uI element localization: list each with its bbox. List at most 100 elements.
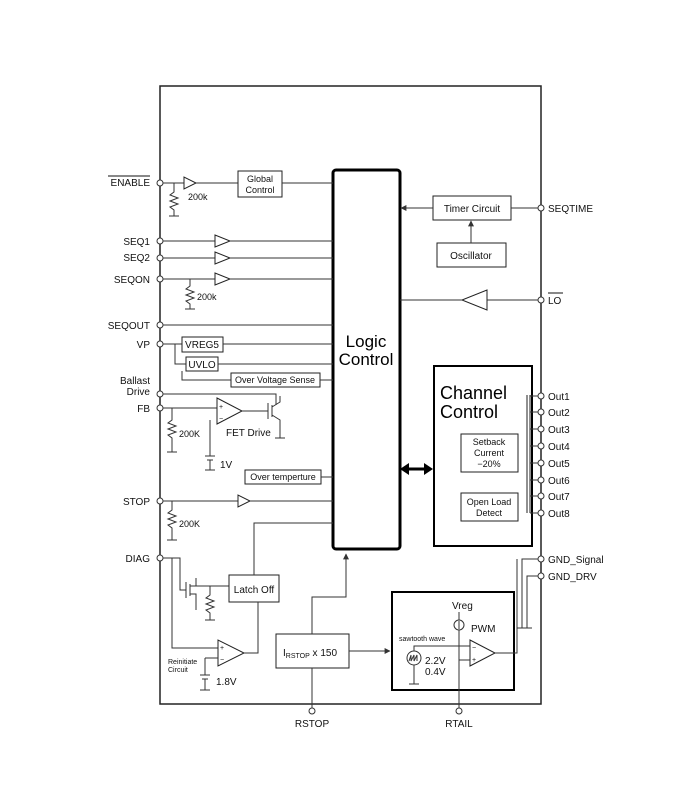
gnd-signal-pin bbox=[537, 555, 545, 563]
diag-pin bbox=[156, 554, 164, 562]
enable-label: ENABLE bbox=[111, 178, 151, 189]
latch-off-label: Latch Off bbox=[234, 585, 275, 596]
enable-pin bbox=[156, 179, 164, 187]
out6-label: Out6 bbox=[548, 476, 570, 487]
rstop-pin bbox=[308, 707, 316, 715]
fet-transistor bbox=[267, 396, 285, 439]
ballast-drive-label-2: Drive bbox=[127, 387, 151, 398]
out1-label: Out1 bbox=[548, 392, 570, 403]
over-voltage-sense-label: Over Voltage Sense bbox=[235, 375, 315, 385]
svg-text:+: + bbox=[219, 404, 223, 411]
uvlo-label: UVLO bbox=[188, 360, 215, 371]
out4-label: Out4 bbox=[548, 442, 570, 453]
out2-label: Out2 bbox=[548, 408, 570, 419]
seqon-buffer bbox=[214, 272, 232, 286]
diag-label: DIAG bbox=[126, 554, 151, 565]
oscillator-block bbox=[436, 242, 507, 268]
channel-control-label-2: Control bbox=[440, 402, 498, 422]
ballast-drive-pin bbox=[156, 390, 164, 398]
rstop-multiplier-block bbox=[275, 633, 350, 669]
logic-control-label-2: Control bbox=[339, 350, 394, 369]
ballast-drive-label-1: Ballast bbox=[120, 376, 150, 387]
rtail-pin bbox=[455, 707, 463, 715]
fb-resistor bbox=[166, 408, 178, 453]
vreg-label: Vreg bbox=[452, 601, 473, 612]
seqon-resistor bbox=[184, 279, 196, 310]
fb-opamp bbox=[216, 397, 244, 425]
fb-label: FB bbox=[137, 404, 150, 415]
timer-circuit-label: Timer Circuit bbox=[444, 204, 501, 215]
global-control-label-2: Control bbox=[245, 185, 274, 195]
enable-resistor bbox=[168, 183, 180, 217]
diag-reference-value: 1.8V bbox=[216, 677, 237, 688]
v22-label: 2.2V bbox=[425, 656, 446, 667]
seqon-label: SEQON bbox=[114, 275, 150, 286]
lo-buffer bbox=[460, 289, 488, 311]
sawtooth-label: sawtooth wave bbox=[399, 636, 445, 643]
gnd-drv-pin bbox=[537, 572, 545, 580]
seqout-pin bbox=[156, 321, 164, 329]
open-load-label-2: Detect bbox=[476, 508, 503, 518]
fb-pin bbox=[156, 404, 164, 412]
timer-circuit-block bbox=[432, 195, 512, 221]
svg-text:+: + bbox=[220, 645, 224, 652]
out8-label: Out8 bbox=[548, 509, 570, 520]
seq2-label: SEQ2 bbox=[123, 253, 150, 264]
over-temperature-label: Over temperture bbox=[250, 472, 316, 482]
seq2-buffer bbox=[214, 251, 232, 265]
lo-label: LO bbox=[548, 296, 562, 307]
svg-text:−: − bbox=[220, 657, 224, 664]
diag-resistor bbox=[204, 586, 216, 621]
pwm-comparator bbox=[469, 639, 497, 667]
setback-label-2: Current bbox=[474, 448, 505, 458]
seq1-pin bbox=[156, 237, 164, 245]
enable-resistor-value: 200k bbox=[188, 192, 208, 202]
stop-resistor bbox=[166, 501, 178, 541]
out3-label: Out3 bbox=[548, 425, 570, 436]
seq2-pin bbox=[156, 254, 164, 262]
logic-control-block bbox=[331, 168, 402, 551]
stop-buffer bbox=[237, 494, 252, 508]
fet-drive-label: FET Drive bbox=[226, 428, 271, 439]
open-load-detect-block bbox=[460, 492, 519, 522]
oscillator-label: Oscillator bbox=[450, 251, 492, 262]
svg-text:−: − bbox=[219, 416, 223, 423]
reinitiate-label-1: Reinitiate bbox=[168, 659, 197, 666]
out-pins bbox=[530, 392, 545, 517]
pwm-label: PWM bbox=[471, 624, 495, 635]
global-control-block bbox=[237, 170, 283, 198]
fb-resistor-value: 200K bbox=[179, 429, 200, 439]
setback-label-3: −20% bbox=[477, 459, 500, 469]
stop-label: STOP bbox=[123, 497, 150, 508]
enable-buffer bbox=[183, 176, 198, 190]
out7-label: Out7 bbox=[548, 492, 570, 503]
fb-reference bbox=[205, 420, 215, 471]
seqon-resistor-value: 200k bbox=[197, 292, 217, 302]
out5-label: Out5 bbox=[548, 459, 570, 470]
seq1-buffer bbox=[214, 234, 232, 248]
seqtime-label: SEQTIME bbox=[548, 204, 593, 215]
stop-pin bbox=[156, 497, 164, 505]
fb-reference-value: 1V bbox=[220, 460, 233, 471]
rstop-multiplier-label: IRSTOP x 150 bbox=[283, 648, 337, 660]
vreg5-label: VREG5 bbox=[185, 340, 219, 351]
v04-label: 0.4V bbox=[425, 667, 446, 678]
diag-reference bbox=[200, 657, 218, 691]
seq1-label: SEQ1 bbox=[123, 237, 150, 248]
seqtime-pin bbox=[537, 204, 545, 212]
gnd-drv-label: GND_DRV bbox=[548, 572, 597, 583]
global-control-label-1: Global bbox=[247, 174, 273, 184]
vp-label: VP bbox=[137, 340, 151, 351]
svg-text:+: + bbox=[472, 657, 476, 664]
vp-pin bbox=[156, 340, 164, 348]
reinitiate-label-2: Circuit bbox=[168, 667, 188, 674]
gnd-signal-label: GND_Signal bbox=[548, 555, 604, 566]
setback-current-block bbox=[460, 433, 519, 473]
latch-off-block bbox=[228, 574, 280, 603]
logic-control-label-1: Logic bbox=[346, 332, 387, 351]
bus-arrow-right bbox=[424, 463, 433, 475]
bus-arrow-left bbox=[400, 463, 409, 475]
svg-text:−: − bbox=[472, 645, 476, 652]
diag-transistor bbox=[185, 578, 197, 610]
